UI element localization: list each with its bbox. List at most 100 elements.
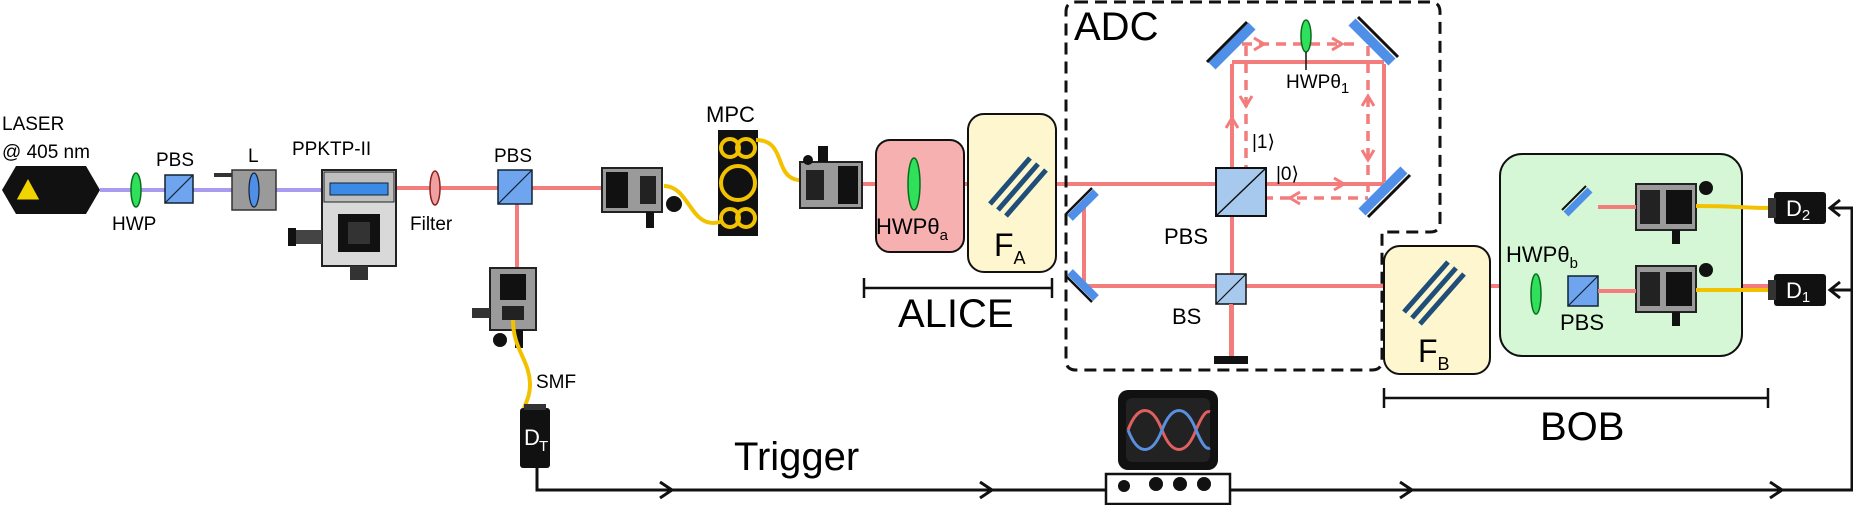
fiber-coupler-lower [472, 267, 537, 348]
trigger-arrows [659, 198, 1841, 500]
laser-label-line1: LASER [2, 114, 64, 135]
coupler-mpcin-foot [646, 212, 654, 228]
mpc-label: MPC [706, 102, 755, 127]
coupler-lower-slot [502, 306, 524, 320]
mirror-bottom-right [1358, 166, 1412, 219]
pbs-pump-diagonal [164, 174, 194, 204]
bs-diagonal [1215, 273, 1247, 305]
crystal-foot [350, 266, 368, 280]
adc-mirrors [1065, 15, 1412, 303]
pbs-bob-diagonal [1567, 275, 1599, 307]
d1-label: D1 [1786, 278, 1810, 306]
hwp1-label: HWPθ1 [1286, 72, 1349, 97]
pbs-main-label: PBS [494, 146, 532, 167]
coupler-lower-knob [472, 308, 490, 318]
bob-hwp-waveplate [1530, 273, 1542, 315]
dt-label-sub: T [539, 438, 548, 455]
scope-wave-red [1126, 409, 1211, 451]
bob-coupler-lower [1635, 263, 1713, 326]
mpc-loop-5 [735, 207, 757, 229]
oscilloscope [1104, 390, 1232, 506]
filter-label: Filter [410, 214, 453, 235]
arrow-0-right [1333, 176, 1347, 192]
crystal-knob-end [288, 228, 296, 246]
coupler-lower-foot [515, 330, 523, 348]
fiber-coupler-mpc-in [601, 167, 682, 228]
coupler-mpcout-slot [806, 170, 824, 200]
hwp-pump-waveplate [130, 172, 142, 208]
coupler-mpcout-dot [803, 155, 813, 165]
trigger-lines [535, 206, 1853, 492]
beam-arrows [1224, 36, 1376, 206]
laser: LASER @ 405 nm [2, 114, 100, 214]
crystal-mount [288, 169, 397, 280]
mirror-lower-left-bottom [1065, 269, 1099, 303]
fiber-coupler-mpc-out [799, 146, 863, 209]
mirror-lower-left-top [1065, 187, 1099, 221]
arrow-top-left [1253, 36, 1267, 52]
pbs-main-diagonal [497, 169, 533, 205]
crystal-label: PPKTP-II [292, 139, 371, 160]
filter-element [429, 170, 441, 206]
crystal-base-inner [348, 222, 370, 244]
ket0-label: |0⟩ [1276, 164, 1299, 185]
fa-label: FA [994, 227, 1026, 268]
alice-hwp-waveplate [907, 157, 921, 211]
bob-bracket [1382, 388, 1770, 408]
pbs-pump-label: PBS [156, 150, 194, 171]
alice-label: ALICE [898, 292, 1014, 336]
coupler-mpcout-post [818, 146, 828, 162]
detector-trigger [520, 404, 550, 468]
bob-label: BOB [1540, 405, 1624, 449]
alice-bracket [862, 278, 1054, 298]
arrow-return-left [1287, 190, 1301, 206]
dt-label: D [524, 425, 540, 450]
arrow-right-up [1360, 93, 1376, 107]
hwp-pump-label: HWP [112, 214, 156, 235]
dt-top [524, 404, 546, 410]
arrow-right-down [1360, 149, 1376, 163]
trigger-label: Trigger [734, 435, 859, 479]
d2-label: D2 [1786, 196, 1810, 224]
arrow-pbs-up [1224, 115, 1240, 129]
beam-dump [1214, 356, 1248, 364]
lens-element [248, 172, 260, 208]
dt-body [520, 408, 550, 468]
trigger-line [535, 206, 1853, 492]
mirror-top-right [1348, 15, 1400, 66]
alice-hwp-label: HWPθa [876, 214, 949, 244]
fb-filter-plates [1402, 260, 1466, 326]
coupler-mpcin-slot [640, 176, 656, 204]
lens-label: L [248, 146, 259, 167]
coupler-lower-dot [493, 333, 507, 347]
fiber-from-mpc [755, 138, 809, 183]
ppktp-crystal [329, 182, 389, 196]
mpc-loop-3 [719, 164, 757, 202]
hwp1-waveplate [1300, 19, 1312, 53]
mirror-top-left [1205, 20, 1256, 70]
adc-label: ADC [1074, 5, 1158, 49]
lens-post [214, 173, 232, 177]
bob-mirror [1561, 185, 1593, 217]
mpc [718, 130, 758, 236]
coupler-mpcin-front [606, 172, 628, 208]
bs-label: BS [1172, 304, 1201, 329]
pbs-adc-label: PBS [1164, 224, 1208, 249]
laser-warning-icon [15, 176, 41, 201]
laser-label-line2: @ 405 nm [2, 142, 90, 163]
detector-d2 [1768, 192, 1826, 224]
smf-label: SMF [536, 372, 576, 393]
mpc-loop-2 [735, 137, 757, 159]
pbs-adc-diagonal [1215, 167, 1267, 217]
ket1-label: |1⟩ [1252, 132, 1275, 153]
coupler-mpcout-front [838, 166, 858, 204]
pbs-bob-label: PBS [1560, 310, 1604, 335]
coupler-mpcin-dot [666, 196, 682, 212]
arrow-top-right [1331, 36, 1345, 52]
fiber-to-d2 [1695, 204, 1777, 210]
arrow-left-down [1238, 95, 1254, 109]
crystal-knob [294, 230, 322, 244]
coupler-lower-top [500, 274, 526, 300]
